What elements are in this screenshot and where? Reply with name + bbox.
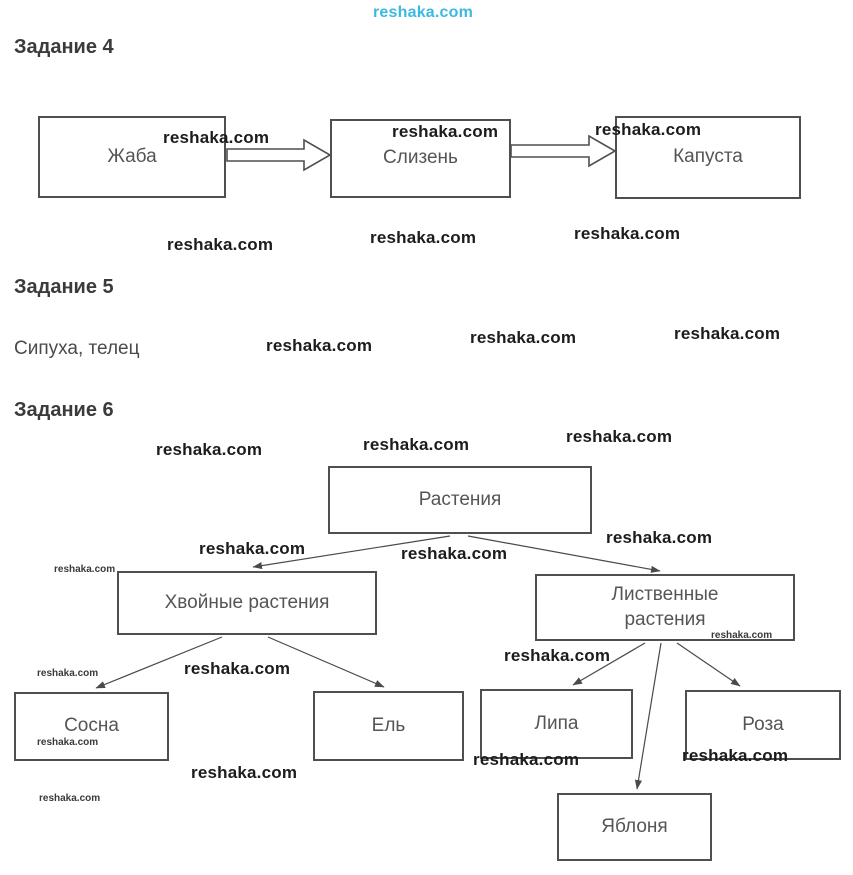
tree-box-roza-label: Роза: [742, 713, 784, 735]
chain-box-slizen-label: Слизень: [383, 147, 458, 169]
tree-box-sosna: Сосна: [14, 692, 169, 761]
watermark: reshaka.com: [682, 746, 789, 765]
watermark: reshaka.com: [711, 630, 773, 641]
watermark: reshaka.com: [37, 668, 99, 679]
tree-box-rasteniya: Растения: [328, 466, 592, 534]
watermark: reshaka.com: [473, 750, 580, 769]
watermark: reshaka.com: [595, 120, 702, 139]
watermark: reshaka.com: [470, 328, 577, 347]
tree-box-listvennye-label: Лиственные растения: [611, 583, 719, 630]
tree-box-yablonya: Яблоня: [557, 793, 712, 861]
tree-box-khvoynye-label: Хвойные растения: [164, 591, 330, 613]
tree-box-sosna-label: Сосна: [64, 715, 119, 737]
watermark: reshaka.com: [163, 128, 270, 147]
tree-box-yablonya-label: Яблоня: [601, 815, 668, 837]
tree-box-el: Ель: [313, 691, 464, 761]
watermark: reshaka.com: [266, 336, 373, 355]
task4-heading: Задание 4: [14, 36, 114, 58]
block-arrow-slizen-kapusta: [510, 134, 617, 168]
watermark: reshaka.com: [54, 564, 116, 575]
tree-box-el-label: Ель: [371, 714, 406, 736]
watermark: reshaka.com: [39, 793, 101, 804]
tree-box-khvoynye: Хвойные растения: [117, 571, 377, 635]
chain-box-kapusta-label: Капуста: [673, 146, 743, 168]
watermark: reshaka.com: [504, 646, 611, 665]
watermark: reshaka.com: [156, 440, 263, 459]
arrow-listvennye-yablonya: [634, 642, 662, 790]
tree-box-listvennye: Лиственные растения: [535, 574, 795, 641]
tree-box-rasteniya-label: Растения: [418, 488, 502, 510]
watermark: reshaka.com: [674, 324, 781, 343]
watermark: reshaka.com: [363, 435, 470, 454]
chain-box-kapusta: Капуста: [615, 116, 801, 199]
watermark: reshaka.com: [167, 235, 274, 254]
chain-box-zhaba: Жаба: [38, 116, 226, 198]
tree-box-roza: Роза: [685, 690, 841, 760]
watermark: reshaka.com: [606, 528, 713, 547]
task6-heading: Задание 6: [14, 399, 114, 421]
watermark: reshaka.com: [191, 763, 298, 782]
watermark: reshaka.com: [370, 228, 477, 247]
task5-answer: Сипуха, телец: [14, 338, 140, 359]
tree-box-lipa-label: Липа: [534, 712, 579, 734]
watermark: reshaka.com: [199, 539, 306, 558]
watermark: reshaka.com: [401, 544, 508, 563]
chain-box-zhaba-label: Жаба: [107, 145, 157, 167]
watermark: reshaka.com: [566, 427, 673, 446]
tree-box-lipa: Липа: [480, 689, 633, 759]
watermark: reshaka.com: [37, 737, 99, 748]
watermark: reshaka.com: [392, 122, 499, 141]
task5-heading: Задание 5: [14, 276, 114, 298]
watermark: reshaka.com: [373, 4, 474, 21]
arrow-listvennye-roza: [676, 642, 741, 687]
watermark: reshaka.com: [574, 224, 681, 243]
watermark: reshaka.com: [184, 659, 291, 678]
